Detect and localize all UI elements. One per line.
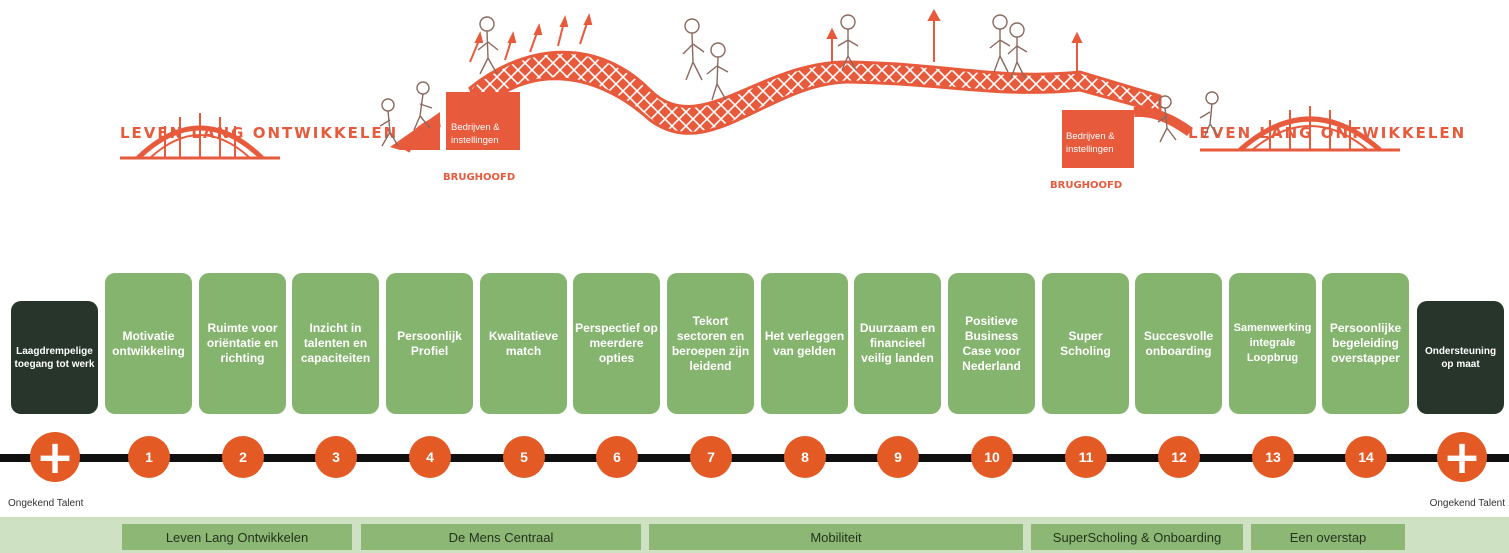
card-step-14: Persoonlijke begeleiding overstapper	[1322, 273, 1409, 414]
arrow-icons	[469, 8, 1083, 72]
right-box	[1062, 110, 1134, 168]
category-superscholing-onboarding: SuperScholing & Onboarding	[1031, 524, 1243, 550]
right-box-label-2: instellingen	[1066, 144, 1114, 155]
category-een-overstap: Een overstap	[1251, 524, 1405, 550]
step-number-3: 3	[315, 436, 357, 478]
card-end: Ondersteuning op maat	[1417, 301, 1504, 414]
timeline-line	[0, 454, 1509, 462]
people-figures	[379, 14, 1219, 147]
card-step-13: Samenwerking integrale Loopbrug	[1229, 273, 1316, 414]
bridge-illustration: Bedrijven & instellingen BRUGHOOFD Bedri…	[120, 8, 1466, 191]
right-small-arch	[1200, 106, 1400, 152]
card-step-3: Inzicht in talenten en capaciteiten	[292, 273, 379, 414]
step-number-6: 6	[596, 436, 638, 478]
card-step-12: Succesvolle onboarding	[1135, 273, 1222, 414]
talent-label-left: Ongekend Talent	[8, 498, 84, 509]
step-number-7: 7	[690, 436, 732, 478]
card-step-7: Tekort sectoren en beroepen zijn leidend	[667, 273, 754, 414]
card-step-5: Kwalitatieve match	[480, 273, 567, 414]
step-number-12: 12	[1158, 436, 1200, 478]
plus-icon-right: +	[1437, 432, 1487, 482]
step-number-5: 5	[503, 436, 545, 478]
talent-label-right: Ongekend Talent	[1429, 498, 1505, 509]
card-start: Laagdrempelige toegang tot werk	[11, 301, 98, 414]
category-mobiliteit: Mobiliteit	[649, 524, 1023, 550]
card-step-6: Perspectief op meerdere opties	[573, 273, 660, 414]
step-number-1: 1	[128, 436, 170, 478]
card-step-1: Motivatie ontwikkeling	[105, 273, 192, 414]
step-number-4: 4	[409, 436, 451, 478]
step-number-8: 8	[784, 436, 826, 478]
card-step-11: Super Scholing	[1042, 273, 1129, 414]
card-step-2: Ruimte voor oriëntatie en richting	[199, 273, 286, 414]
main-bridge	[468, 50, 1162, 135]
right-abutment-label: BRUGHOOFD	[1050, 180, 1122, 191]
category-leven-lang-ontwikkelen: Leven Lang Ontwikkelen	[122, 524, 352, 550]
left-box	[446, 92, 520, 150]
step-number-13: 13	[1252, 436, 1294, 478]
left-abutment-label: BRUGHOOFD	[443, 172, 515, 183]
left-lettering: LEVEN LANG ONTWIKKELEN	[120, 124, 398, 142]
card-step-4: Persoonlijk Profiel	[386, 273, 473, 414]
right-box-label-1: Bedrijven &	[1066, 131, 1115, 142]
plus-icon-left: +	[30, 432, 80, 482]
left-box-label-1: Bedrijven &	[451, 122, 500, 133]
card-step-9: Duurzaam en financieel veilig landen	[854, 273, 941, 414]
step-number-10: 10	[971, 436, 1013, 478]
step-number-11: 11	[1065, 436, 1107, 478]
step-number-2: 2	[222, 436, 264, 478]
left-box-label-2: instellingen	[451, 135, 499, 146]
step-number-14: 14	[1345, 436, 1387, 478]
category-de-mens-centraal: De Mens Centraal	[361, 524, 641, 550]
right-lettering: LEVEN LANG ONTWIKKELEN	[1188, 124, 1466, 142]
step-number-9: 9	[877, 436, 919, 478]
card-step-10: Positieve Business Case voor Nederland	[948, 273, 1035, 414]
card-step-8: Het verleggen van gelden	[761, 273, 848, 414]
left-small-arch	[120, 113, 280, 160]
